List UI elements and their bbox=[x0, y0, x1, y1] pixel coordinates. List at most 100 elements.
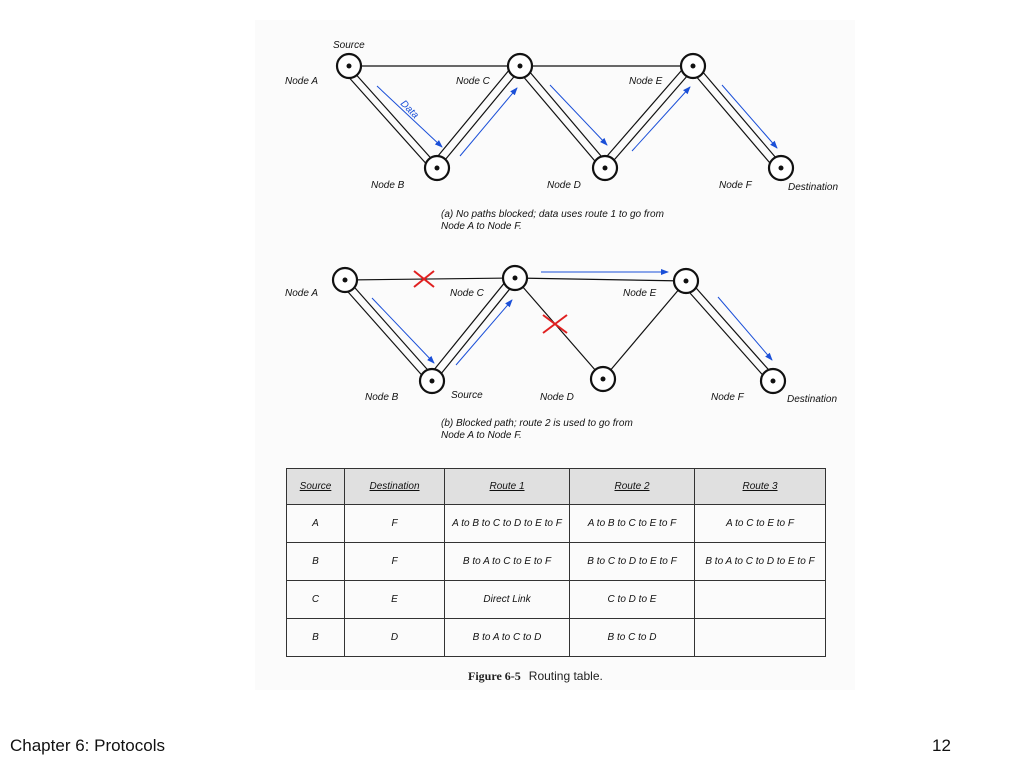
block-mark-c-d bbox=[542, 314, 568, 334]
nodes-b bbox=[331, 264, 787, 395]
arrow-c-to-d bbox=[549, 84, 608, 146]
links-a bbox=[344, 62, 783, 170]
cell-route-2: C to D to E bbox=[569, 580, 695, 619]
cell-destination: E bbox=[344, 580, 445, 619]
node-d-circle bbox=[589, 365, 617, 393]
cell-destination: F bbox=[344, 542, 445, 581]
figure-caption-text: Routing table. bbox=[528, 669, 603, 683]
cell-route-3 bbox=[694, 618, 826, 657]
table-header-row: Source Destination Route 1 Route 2 Route… bbox=[286, 468, 826, 505]
arrow-b-to-c bbox=[455, 299, 513, 366]
node-b-circle bbox=[418, 367, 446, 395]
caption-b-line2: Node A to Node F. bbox=[441, 430, 522, 441]
node-a-circle bbox=[331, 266, 359, 294]
cell-route-3: A to C to E to F bbox=[694, 504, 826, 543]
node-e-label-b: Node E bbox=[623, 288, 657, 299]
double-link-b-c bbox=[428, 275, 518, 381]
nodes-a bbox=[335, 52, 795, 182]
node-e-label-a: Node E bbox=[629, 76, 663, 87]
node-f-label-b: Node F bbox=[711, 392, 745, 403]
header-source: Source bbox=[286, 468, 345, 505]
cell-route-3 bbox=[694, 580, 826, 619]
node-c-label-b: Node C bbox=[450, 288, 485, 299]
header-route-3: Route 3 bbox=[694, 468, 826, 505]
labels-a: Source Node A Node C Node E Node B Node … bbox=[285, 40, 838, 193]
header-destination: Destination bbox=[344, 468, 445, 505]
figure-number: Figure 6-5 bbox=[468, 669, 521, 683]
cell-source: A bbox=[286, 504, 345, 543]
block-marks bbox=[413, 270, 568, 334]
figure-caption: Figure 6-5 Routing table. bbox=[468, 669, 603, 684]
node-d-label-b: Node D bbox=[540, 392, 574, 403]
cell-route-1: B to A to C to D bbox=[444, 618, 570, 657]
links-b bbox=[340, 275, 776, 382]
data-label: Data bbox=[398, 98, 421, 121]
link-c-e bbox=[514, 277, 687, 282]
link-d-e bbox=[602, 280, 687, 380]
table-row: C E Direct Link C to D to E bbox=[286, 580, 826, 619]
routing-table: Source Destination Route 1 Route 2 Route… bbox=[286, 468, 826, 657]
data-arrows-b bbox=[371, 269, 773, 366]
double-link-c-d bbox=[515, 63, 608, 168]
cell-route-2: A to B to C to E to F bbox=[569, 504, 695, 543]
caption-b-line1: (b) Blocked path; route 2 is used to go … bbox=[441, 418, 633, 429]
arrow-d-to-e bbox=[631, 86, 691, 152]
arrow-a-to-b bbox=[376, 85, 443, 148]
double-link-e-f bbox=[681, 279, 776, 382]
header-route-2: Route 2 bbox=[569, 468, 695, 505]
diagram-b: Node A Node C Node E Node B Source Node … bbox=[285, 264, 837, 405]
block-mark-a-c bbox=[413, 270, 435, 288]
node-d-circle bbox=[591, 154, 619, 182]
cell-route-3: B to A to C to D to E to F bbox=[694, 542, 826, 581]
node-c-label-a: Node C bbox=[456, 76, 491, 87]
arrow-e-to-f bbox=[721, 84, 778, 149]
node-f-circle bbox=[759, 367, 787, 395]
double-link-e-f bbox=[688, 63, 783, 170]
header-route-1: Route 1 bbox=[444, 468, 570, 505]
node-a-circle bbox=[335, 52, 363, 80]
table-row: B D B to A to C to D B to C to D bbox=[286, 618, 826, 657]
diagram-a: Source Node A Node C Node E Node B Node … bbox=[285, 40, 838, 193]
cell-destination: D bbox=[344, 618, 445, 657]
link-c-d-blocked bbox=[514, 277, 604, 380]
double-link-a-b bbox=[340, 279, 435, 382]
node-a-label-b: Node A bbox=[285, 288, 318, 299]
node-d-label-a: Node D bbox=[547, 180, 581, 191]
arrow-e-to-f bbox=[717, 296, 773, 361]
destination-label-b: Destination bbox=[787, 394, 837, 405]
page-number: 12 bbox=[932, 736, 951, 755]
footer-chapter: Chapter 6: Protocols bbox=[10, 736, 165, 755]
arrow-a-to-b bbox=[371, 297, 435, 364]
node-f-circle bbox=[767, 154, 795, 182]
cell-source: B bbox=[286, 618, 345, 657]
node-f-label-a: Node F bbox=[719, 180, 753, 191]
double-link-b-c bbox=[432, 62, 523, 167]
cell-route-2: B to C to D to E to F bbox=[569, 542, 695, 581]
caption-a-line1: (a) No paths blocked; data uses route 1 … bbox=[441, 209, 664, 220]
node-b-label-a: Node B bbox=[371, 180, 405, 191]
source-label-a: Source bbox=[333, 40, 365, 51]
labels-b: Node A Node C Node E Node B Source Node … bbox=[285, 288, 837, 405]
double-link-d-e bbox=[600, 62, 696, 168]
node-a-label-a: Node A bbox=[285, 76, 318, 87]
cell-source: C bbox=[286, 580, 345, 619]
node-e-circle bbox=[672, 267, 700, 295]
double-link-a-b bbox=[344, 69, 438, 169]
data-arrows-a bbox=[376, 84, 778, 157]
caption-a: (a) No paths blocked; data uses route 1 … bbox=[441, 209, 741, 233]
cell-route-1: Direct Link bbox=[444, 580, 570, 619]
table-row: B F B to A to C to E to F B to C to D to… bbox=[286, 542, 826, 581]
table-row: A F A to B to C to D to E to F A to B to… bbox=[286, 504, 826, 543]
destination-label-a: Destination bbox=[788, 182, 838, 193]
cell-destination: F bbox=[344, 504, 445, 543]
arrow-b-to-c bbox=[459, 87, 518, 157]
node-c-circle bbox=[501, 264, 529, 292]
cell-source: B bbox=[286, 542, 345, 581]
cell-route-2: B to C to D bbox=[569, 618, 695, 657]
cell-route-1: A to B to C to D to E to F bbox=[444, 504, 570, 543]
node-c-circle bbox=[506, 52, 534, 80]
caption-a-line2: Node A to Node F. bbox=[441, 221, 522, 232]
node-b-label-b: Node B bbox=[365, 392, 399, 403]
node-e-circle bbox=[679, 52, 707, 80]
